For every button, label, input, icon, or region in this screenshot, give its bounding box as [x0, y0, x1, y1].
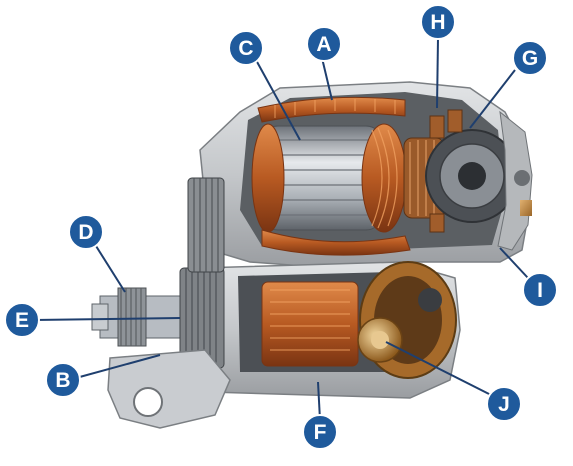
callout-label-j: J [498, 393, 510, 416]
leader-line-a [321, 57, 333, 101]
leader-line-i [499, 247, 529, 279]
callout-j: J [486, 386, 522, 422]
leader-line-h [436, 37, 439, 109]
drive-gear-assembly [91, 177, 225, 369]
mounting-flange [107, 349, 231, 429]
callout-g: G [512, 40, 548, 76]
callout-a: A [306, 26, 342, 62]
callout-label-c: C [238, 37, 253, 60]
callout-c: C [228, 30, 264, 66]
leader-line-d [95, 245, 126, 293]
brush-holder [425, 109, 519, 233]
callout-f: F [302, 414, 338, 450]
leader-line-c [255, 59, 301, 141]
callout-b: B [45, 362, 81, 398]
callout-label-a: A [316, 33, 331, 56]
field-coil-top [257, 96, 406, 123]
callout-e: E [4, 302, 40, 338]
callout-label-g: G [522, 47, 538, 70]
armature-laminations [270, 139, 374, 216]
callout-label-h: H [430, 11, 445, 34]
callout-h: H [420, 4, 456, 40]
armature [251, 123, 407, 233]
leader-line-e [33, 317, 181, 321]
field-coil-bottom [261, 229, 411, 256]
solenoid-terminal [357, 261, 457, 379]
callout-label-i: I [537, 279, 543, 302]
leader-line-b [75, 354, 161, 379]
callout-label-e: E [15, 309, 29, 332]
callout-label-f: F [314, 421, 327, 444]
callout-i: I [522, 272, 558, 308]
callout-d: D [68, 214, 104, 250]
end-cap [497, 110, 533, 251]
leader-line-j [385, 341, 494, 397]
reduction-gear-upper [187, 177, 225, 273]
pinion-gear [117, 287, 147, 347]
leader-line-g [469, 69, 516, 129]
solenoid-coil [261, 281, 359, 367]
leader-lines [33, 37, 529, 421]
callout-label-b: B [55, 369, 70, 392]
callout-label-d: D [78, 221, 93, 244]
leader-line-f [317, 381, 321, 421]
